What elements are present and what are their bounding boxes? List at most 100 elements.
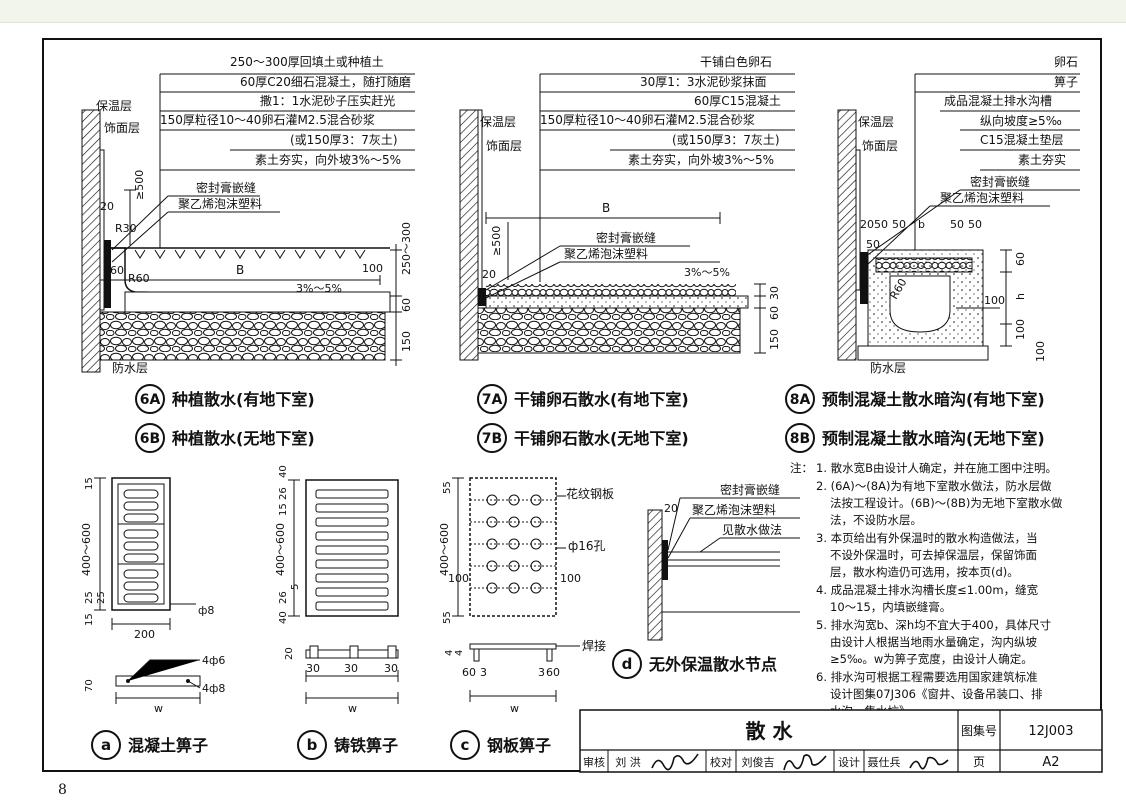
note-line: 2. (6A)～(8A)为有地下室散水做法，防水层做 <box>816 479 1052 493</box>
dimension-label: 100 <box>1014 319 1027 340</box>
page-number-footer: 8 <box>58 782 67 798</box>
dimension-label: 100 <box>362 262 383 275</box>
drawing-frame <box>42 38 1102 772</box>
layer-label: C15混凝土垫层 <box>980 132 1064 147</box>
dimension-label: 40 <box>278 465 289 478</box>
dimension-label: w <box>154 702 163 715</box>
dimension-label: 40 <box>278 611 289 624</box>
dimension-label: 3 <box>480 666 487 679</box>
pebble-layer <box>875 257 973 273</box>
hole-label: ф16孔 <box>568 539 606 553</box>
plate-label: 花纹钢板 <box>566 486 614 501</box>
detail-title: 预制混凝土散水暗沟(无地下室) <box>822 429 1045 448</box>
grate-a-concrete: 400～600 15 25 25 15 ф8 200 4ф6 4ф8 70 w … <box>80 477 225 760</box>
dimension-label: 100 <box>984 294 1005 307</box>
sheet-title: 散 水 <box>746 719 794 743</box>
insulation-label: 保温层 <box>96 99 132 113</box>
insulation-label: 保温层 <box>858 115 894 129</box>
concrete-cushion <box>857 345 989 361</box>
detail-code: d <box>622 655 633 673</box>
page-label: 页 <box>973 755 985 769</box>
detail-8-precast-drain: 卵石 箅子 成品混凝土排水沟槽 纵向坡度≥5‰ C15混凝土垫层 素土夯实 保温… <box>837 55 1080 375</box>
detail-code: 7B <box>482 431 502 447</box>
dimension-label: 60 <box>1014 252 1027 266</box>
layer-label: 素土夯实，向外坡3%～5% <box>255 152 401 167</box>
reviewer-signature <box>651 753 699 771</box>
detail-6-planting-apron: 250～300厚回填土或种植土 60厚C20细石混凝土，随打随磨 撒1：1水泥砂… <box>81 54 415 375</box>
dimension-label: 30 <box>384 662 398 675</box>
detail-code: 8B <box>790 431 810 447</box>
page-number: A2 <box>1042 755 1059 770</box>
finish-label: 饰面层 <box>104 121 140 135</box>
waterproof-label: 防水层 <box>112 360 148 375</box>
note-line: 设计图集07J306《窗井、设备吊装口、排 <box>830 687 1043 701</box>
dimension-label: 100 <box>448 572 469 585</box>
detail-code: c <box>461 736 470 754</box>
waterproof-membrane <box>104 240 111 308</box>
layer-label: 150厚粒径10～40卵石灌M2.5混合砂浆 <box>160 112 375 127</box>
atlas-label: 图集号 <box>961 723 997 738</box>
dimension-label: 100 <box>560 572 581 585</box>
dimension-label: 60 <box>400 298 413 312</box>
layer-label: (或150厚3：7灰土) <box>290 133 398 147</box>
dimension-label: 100 <box>1034 341 1047 362</box>
note-line: 由设计人根据当地雨水量确定，沟内纵坡 <box>830 635 1037 649</box>
layer-label: 60厚C15混凝土 <box>694 93 781 108</box>
layer-label: (或150厚3：7灰土) <box>672 133 780 147</box>
detail-7-gravel-apron: 干铺白色卵石 30厚1：3水泥砂浆抹面 60厚C15混凝土 150厚粒径10～4… <box>459 54 795 361</box>
slope-label: 3%～5% <box>684 266 730 279</box>
dimension-label: w <box>510 702 519 715</box>
viewer-top-bar <box>0 0 1126 23</box>
dimension-label: 150 <box>768 329 781 350</box>
sealant-label: 密封膏嵌缝 <box>970 174 1030 189</box>
sealant-label: 密封膏嵌缝 <box>720 482 780 497</box>
wall-hatch <box>81 109 101 373</box>
notes: 注： 1. 散水宽B由设计人确定，并在施工图中注明。 2. (6A)～(8A)为… <box>790 461 1063 718</box>
sealant-label: 密封膏嵌缝 <box>196 180 256 195</box>
note-line: 法按工程设计。(6B)～(8B)为无地下室散水做 <box>830 496 1063 510</box>
drain-trough <box>889 275 951 333</box>
dimension-label: ≥500 <box>490 226 503 256</box>
waterproof-label: 防水层 <box>870 360 906 375</box>
dimension-label: b <box>918 218 925 231</box>
dimension-label: 15 <box>84 613 95 626</box>
layer-label: 30厚1：3水泥砂浆抹面 <box>640 74 767 89</box>
foam-label: 聚乙烯泡沫塑料 <box>564 246 648 261</box>
foam-label: 聚乙烯泡沫塑料 <box>692 502 776 517</box>
reviewer-name: 刘 洪 <box>615 755 641 769</box>
detail-titles: 6A 种植散水(有地下室) 6B 种植散水(无地下室) 7A 干铺卵石散水(有地… <box>135 384 1045 453</box>
dimension-label: 60 <box>768 306 781 320</box>
dimension-label: R60 <box>128 272 150 285</box>
insulation-layer <box>99 149 105 311</box>
note-line: 10～15，内填嵌缝膏。 <box>830 600 951 614</box>
dimension-label: 30 <box>306 662 320 675</box>
dimension-label: 70 <box>84 679 95 692</box>
detail-title: 种植散水(有地下室) <box>171 390 315 409</box>
detail-title: 干铺卵石散水(有地下室) <box>514 390 689 409</box>
foam-label: 聚乙烯泡沫塑料 <box>178 196 262 211</box>
finish-label: 饰面层 <box>486 139 522 153</box>
dimension-label: 400～600 <box>274 523 287 576</box>
dimension-label: 15 <box>278 503 289 516</box>
layer-label: 250～300厚回填土或种植土 <box>230 54 384 69</box>
layer-label: 素土夯实 <box>1018 152 1066 167</box>
pebble-layer <box>486 284 736 296</box>
dimension-label: 60 <box>110 264 124 277</box>
review-label: 审核 <box>583 755 605 769</box>
detail-code: 8A <box>790 392 811 408</box>
dimension-label: 20 <box>860 218 874 231</box>
gravel-layer <box>99 311 386 361</box>
detail-code: 7A <box>482 392 503 408</box>
rebar-label: 4ф6 <box>202 654 225 667</box>
gravel-layer <box>477 307 741 354</box>
layer-label: 成品混凝土排水沟槽 <box>944 93 1052 108</box>
note-line: 法，不设防水层。 <box>830 513 922 527</box>
weld-label: 焊接 <box>582 638 606 653</box>
note-line: 层，散水构造仍可选用，按本页(d)。 <box>830 565 1019 579</box>
check-label: 校对 <box>710 755 732 769</box>
sealant-label: 密封膏嵌缝 <box>596 230 656 245</box>
wall-hatch <box>837 109 857 361</box>
dimension-label: 20 <box>482 268 496 281</box>
dimension-label: 25 <box>96 591 107 604</box>
